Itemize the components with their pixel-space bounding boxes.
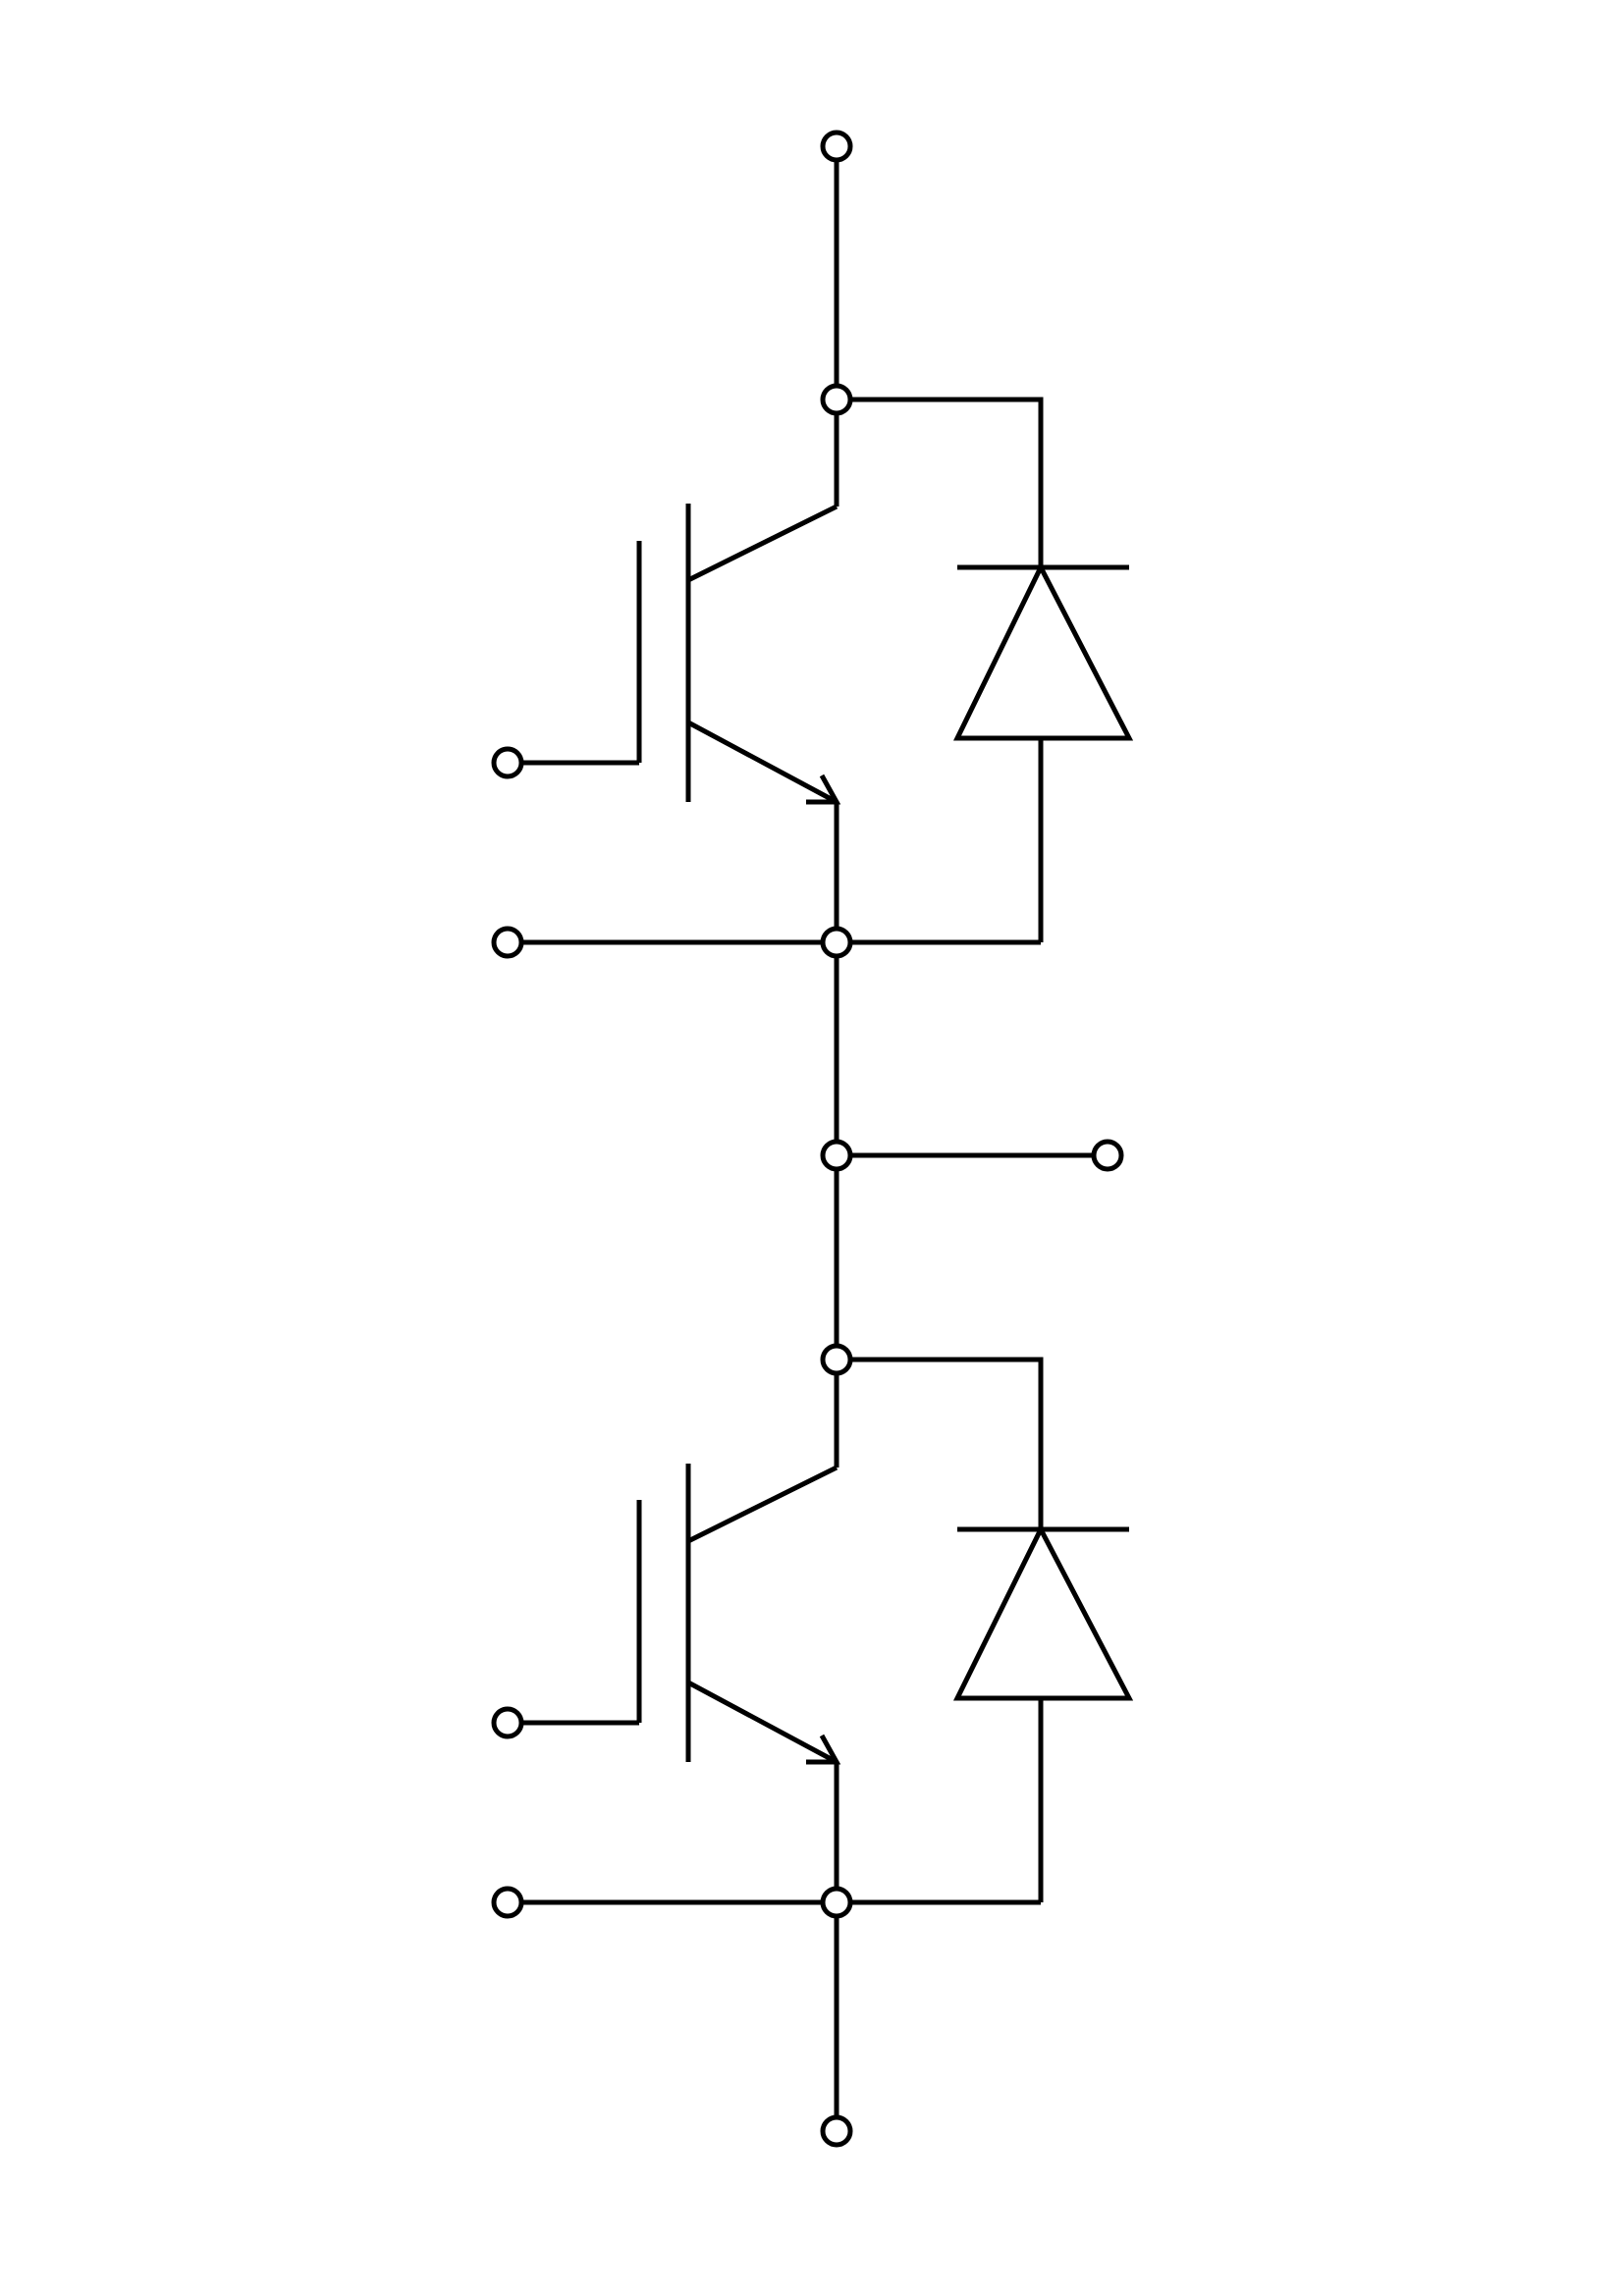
d2-freewheeling-diode xyxy=(850,1357,1134,1905)
terminal-q2-emitter-aux xyxy=(491,1886,524,1919)
q2-collector-lead xyxy=(686,1465,839,1544)
q2-igbt xyxy=(521,1464,841,1765)
q1-collector-lead xyxy=(686,504,839,583)
d2-cathode-wire xyxy=(850,1357,1044,1529)
q1-igbt xyxy=(521,504,841,805)
terminal-output xyxy=(1091,1139,1124,1172)
terminal-q1-gate xyxy=(491,746,524,779)
junctions xyxy=(820,383,853,1919)
q2-emitter-lead xyxy=(686,1680,839,1765)
terminal-q1-emitter-aux xyxy=(491,926,524,959)
terminal-dc-minus xyxy=(820,2114,853,2148)
junction-q1-emitter xyxy=(820,926,853,959)
junction-q1-collector xyxy=(820,383,853,416)
terminal-dc-plus xyxy=(820,130,853,163)
junction-output xyxy=(820,1139,853,1172)
d1-cathode-wire xyxy=(850,397,1044,567)
junction-q2-collector xyxy=(820,1343,853,1376)
q2-emitter-arrow xyxy=(806,1734,841,1765)
junction-q2-emitter xyxy=(820,1886,853,1919)
q1-emitter-arrow xyxy=(806,774,841,805)
d1-freewheeling-diode xyxy=(850,397,1134,945)
terminal-q2-gate xyxy=(491,1706,524,1739)
terminals xyxy=(491,130,1124,2148)
q1-emitter-lead xyxy=(686,720,839,805)
